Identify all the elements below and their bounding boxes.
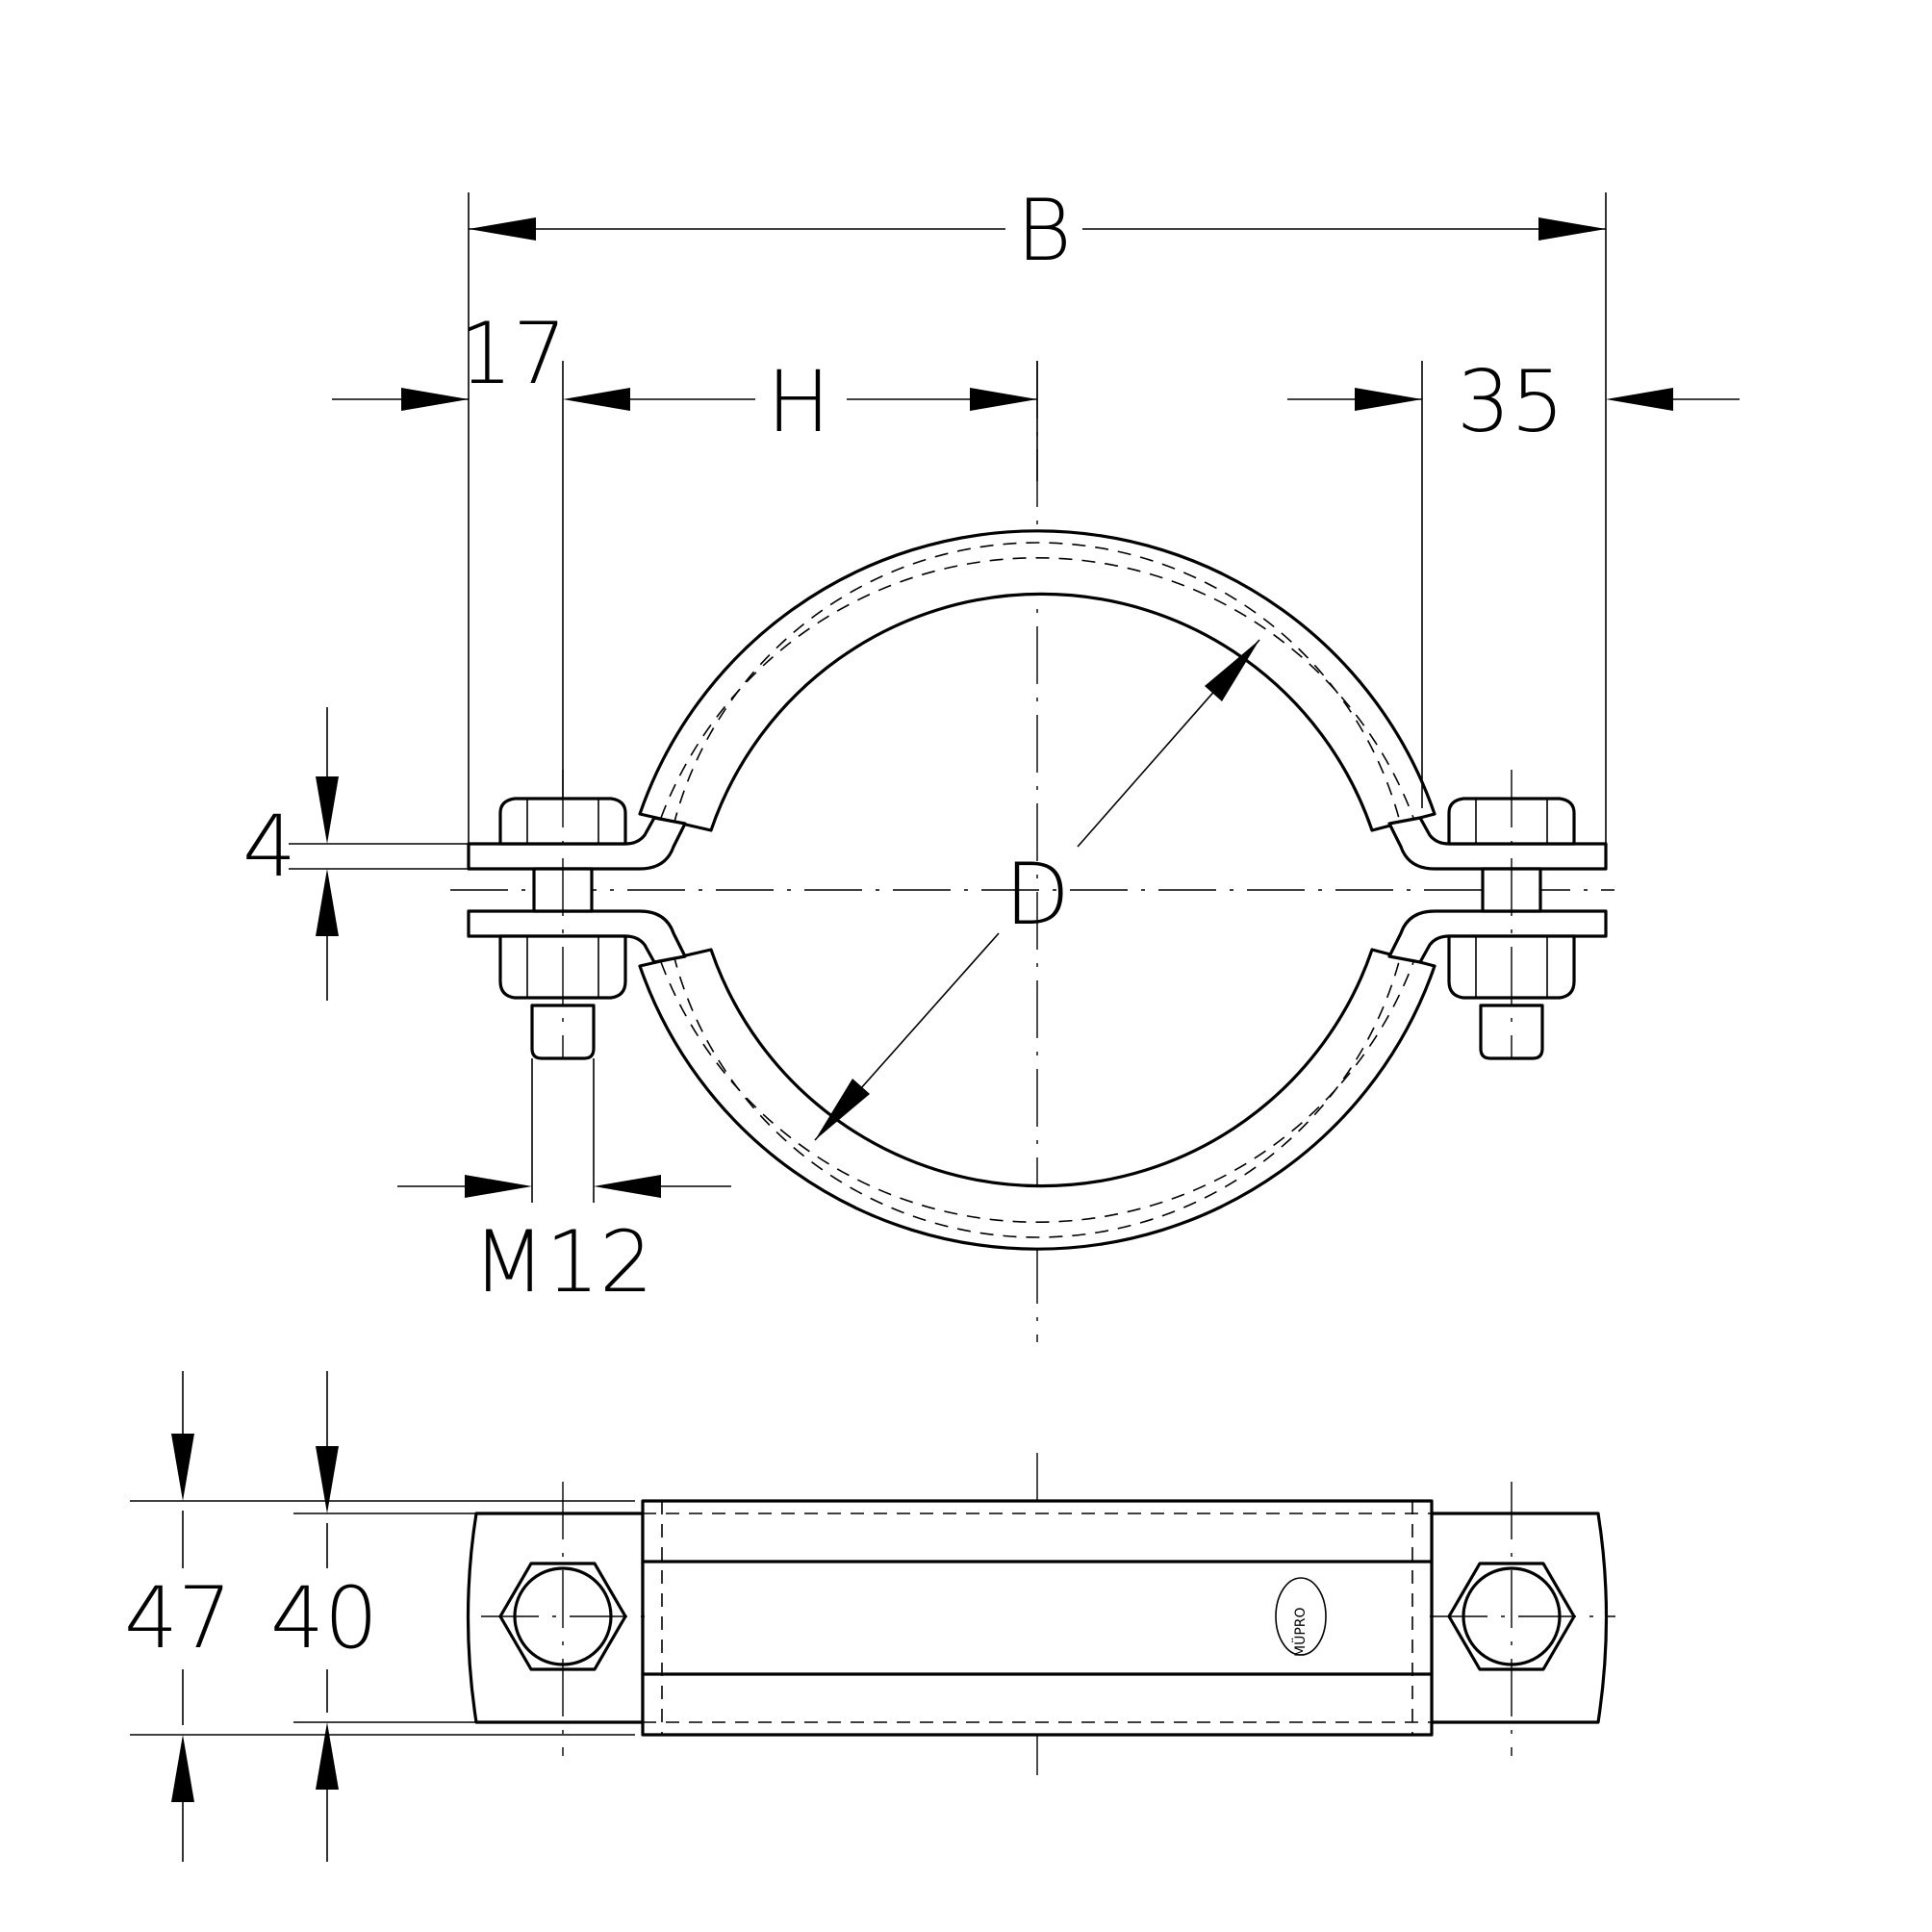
dimension-17-and-h: 17 H <box>332 304 1038 799</box>
dimension-40-label: 40 <box>270 1568 378 1667</box>
dimension-4: 4 <box>242 707 469 1001</box>
dimension-47: 47 <box>124 1371 635 1862</box>
upper-clamp-band <box>638 529 1436 832</box>
left-lower-flange <box>467 909 687 964</box>
left-bolt-thread <box>530 1004 596 1060</box>
right-upper-flange <box>1387 816 1608 871</box>
dimension-m12-label: M12 <box>472 1212 653 1311</box>
dimension-4-label: 4 <box>242 797 296 896</box>
lower-clamp-band <box>638 948 1436 1251</box>
dimension-d-label: D <box>1004 845 1070 944</box>
right-bolt-assembly <box>1447 770 1576 1060</box>
plan-view: MÜPRO 47 40 <box>124 1371 1626 1862</box>
dimension-40: 40 <box>270 1371 476 1862</box>
dimension-m12: M12 <box>397 1058 731 1311</box>
band-body <box>641 1499 1434 1737</box>
svg-text:MÜPRO: MÜPRO <box>1291 1607 1309 1657</box>
front-view: B 17 H 35 <box>242 181 1740 1342</box>
dimension-b: B <box>468 181 1607 844</box>
dimension-35: 35 <box>1287 352 1740 808</box>
left-upper-flange <box>467 816 687 871</box>
dimension-35-label: 35 <box>1457 352 1564 451</box>
mupro-logo: MÜPRO <box>1275 1577 1327 1657</box>
dimension-d: D <box>814 639 1260 1141</box>
dimension-17-label: 17 <box>459 304 567 403</box>
right-lower-flange <box>1387 909 1608 964</box>
right-hex-nut <box>1430 1482 1593 1756</box>
dimension-h-label: H <box>767 352 830 451</box>
left-hex-nut <box>481 1482 645 1756</box>
left-bolt-assembly <box>498 770 627 1060</box>
dimension-47-label: 47 <box>124 1568 232 1667</box>
right-bolt-thread <box>1479 1004 1544 1060</box>
dimension-b-label: B <box>1016 181 1072 280</box>
